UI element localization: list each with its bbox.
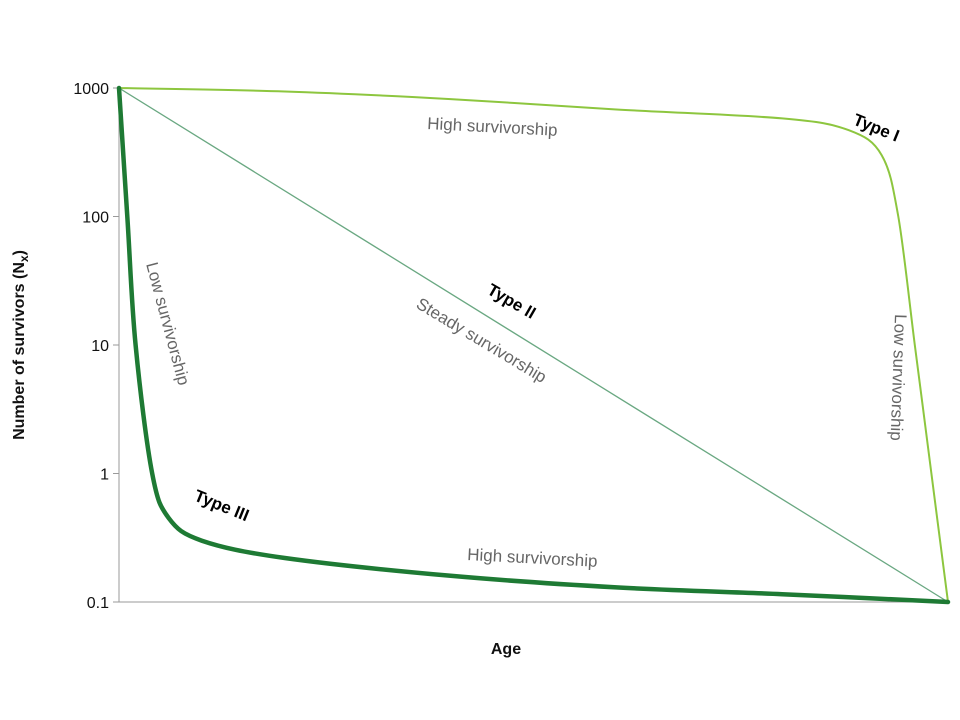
series-line-type-ii <box>118 87 949 603</box>
y-tick-label: 0.1 <box>87 595 109 612</box>
y-axis-title-suffix: ) <box>11 250 28 255</box>
type-i-high-survivorship-note: High survivorship <box>427 114 558 140</box>
y-tick-label: 10 <box>91 338 109 355</box>
y-tick-label: 1 <box>100 467 109 484</box>
type-iii-low-survivorship-note: Low survivorship <box>142 260 193 387</box>
y-axis-title: Number of survivors (Nx) <box>11 250 31 440</box>
series-layer <box>116 85 951 605</box>
type-i-low-survivorship-note: Low survivorship <box>887 314 910 441</box>
type-iii-label: Type III <box>192 486 252 525</box>
y-ticks: 1000 100 10 1 0.1 <box>73 81 119 612</box>
type-ii-label: Type II <box>484 280 539 323</box>
y-axis-title-main: Number of survivors (N <box>11 262 28 440</box>
type-i-label: Type I <box>851 110 903 146</box>
x-axis-title: Age <box>491 641 521 658</box>
y-axis-title-subscript: x <box>17 255 31 262</box>
series-line-type-iii <box>116 85 951 605</box>
series-line-type-i <box>118 87 949 603</box>
type-iii-high-survivorship-note: High survivorship <box>467 545 598 571</box>
y-tick-label: 1000 <box>73 81 109 98</box>
y-tick-label: 100 <box>82 210 109 227</box>
